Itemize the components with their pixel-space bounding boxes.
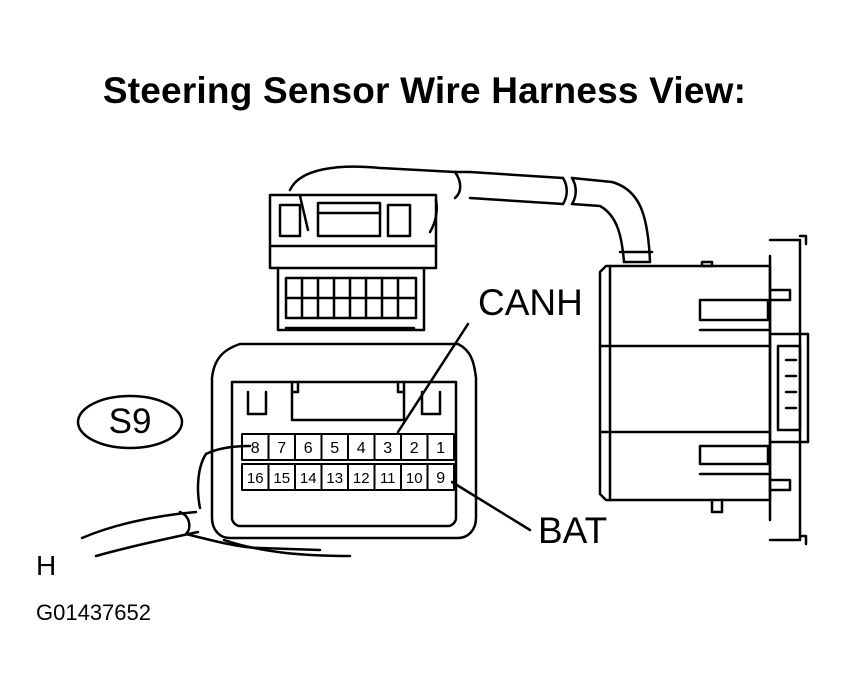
connector-s9-body (210, 342, 478, 540)
pin-cavity (400, 463, 429, 491)
canh-leader-line (396, 322, 470, 434)
pin-number: 9 (436, 470, 445, 487)
figure-code-label: G01437652 (36, 600, 151, 625)
view-marker-label: H (36, 550, 57, 581)
pin-cavity (294, 463, 323, 491)
pin-number: 4 (357, 440, 366, 457)
pin-number: 8 (251, 440, 260, 457)
pin-number: 3 (383, 440, 392, 457)
pin-cavity (241, 463, 270, 491)
pin-number: 14 (300, 470, 317, 487)
harness-cable (288, 165, 654, 264)
pin-number: 10 (406, 470, 423, 487)
connector-id-label: S9 (108, 402, 152, 441)
pin-number: 11 (380, 470, 396, 487)
bat-leader-line (450, 480, 532, 532)
diagram-title: Steering Sensor Wire Harness View: (102, 70, 747, 111)
pin-cavity (347, 433, 376, 461)
pin-number: 12 (353, 470, 370, 487)
pin-cavity (267, 463, 296, 491)
pin-number: 15 (273, 470, 290, 487)
pin-number: 13 (326, 470, 343, 487)
bat-label: BAT (538, 510, 608, 551)
pin-number: 5 (330, 440, 339, 457)
pin-number: 1 (436, 440, 445, 457)
pin-cavity (400, 433, 429, 461)
steering-sensor (598, 234, 810, 546)
pin-cavity (426, 433, 455, 461)
pin-cavity (267, 433, 296, 461)
canh-label: CANH (478, 282, 583, 323)
wire-loom (80, 444, 352, 558)
pin-number: 6 (304, 440, 313, 457)
pin-cavity (294, 433, 323, 461)
connector-id-oval (76, 394, 184, 450)
pin-cavity (373, 433, 402, 461)
pin-number: 7 (277, 440, 286, 457)
pin-number: 2 (410, 440, 419, 457)
pin-number: 16 (247, 470, 264, 487)
pin-cavity (426, 463, 455, 491)
mating-plug (268, 193, 438, 332)
